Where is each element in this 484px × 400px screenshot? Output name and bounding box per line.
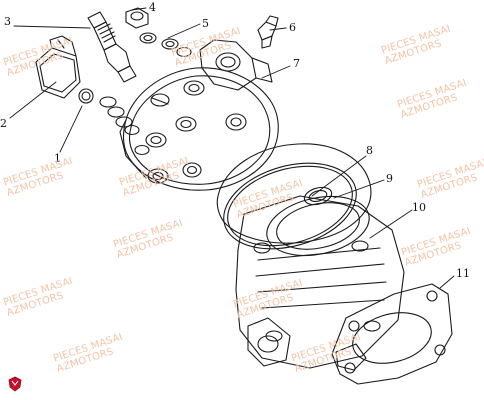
callout-7: 7 [293, 57, 300, 70]
callout-1: 1 [54, 152, 61, 165]
part-4-nut [125, 7, 149, 29]
part-8-oring [223, 162, 357, 250]
leader-lines [9, 7, 455, 289]
callout-6: 6 [289, 21, 296, 34]
callout-9: 9 [386, 172, 393, 185]
cylinder-head [119, 67, 279, 191]
callout-2: 2 [0, 117, 7, 130]
part-11-base-gasket [331, 283, 453, 385]
head-gasket [216, 143, 372, 244]
callout-8: 8 [366, 144, 373, 157]
head-studs [99, 96, 150, 156]
part-2-sensor [35, 35, 94, 104]
brand-logo-icon [8, 376, 22, 392]
callout-4: 4 [149, 1, 156, 14]
callout-10: 10 [412, 201, 426, 214]
part-10-cylinder [235, 195, 405, 371]
callout-5: 5 [202, 17, 209, 30]
part-6-sensor [257, 15, 279, 49]
callout-11: 11 [456, 267, 470, 280]
part-5-washers [139, 32, 192, 58]
part-3-spark-plug [87, 11, 137, 83]
callout-3: 3 [4, 15, 11, 28]
